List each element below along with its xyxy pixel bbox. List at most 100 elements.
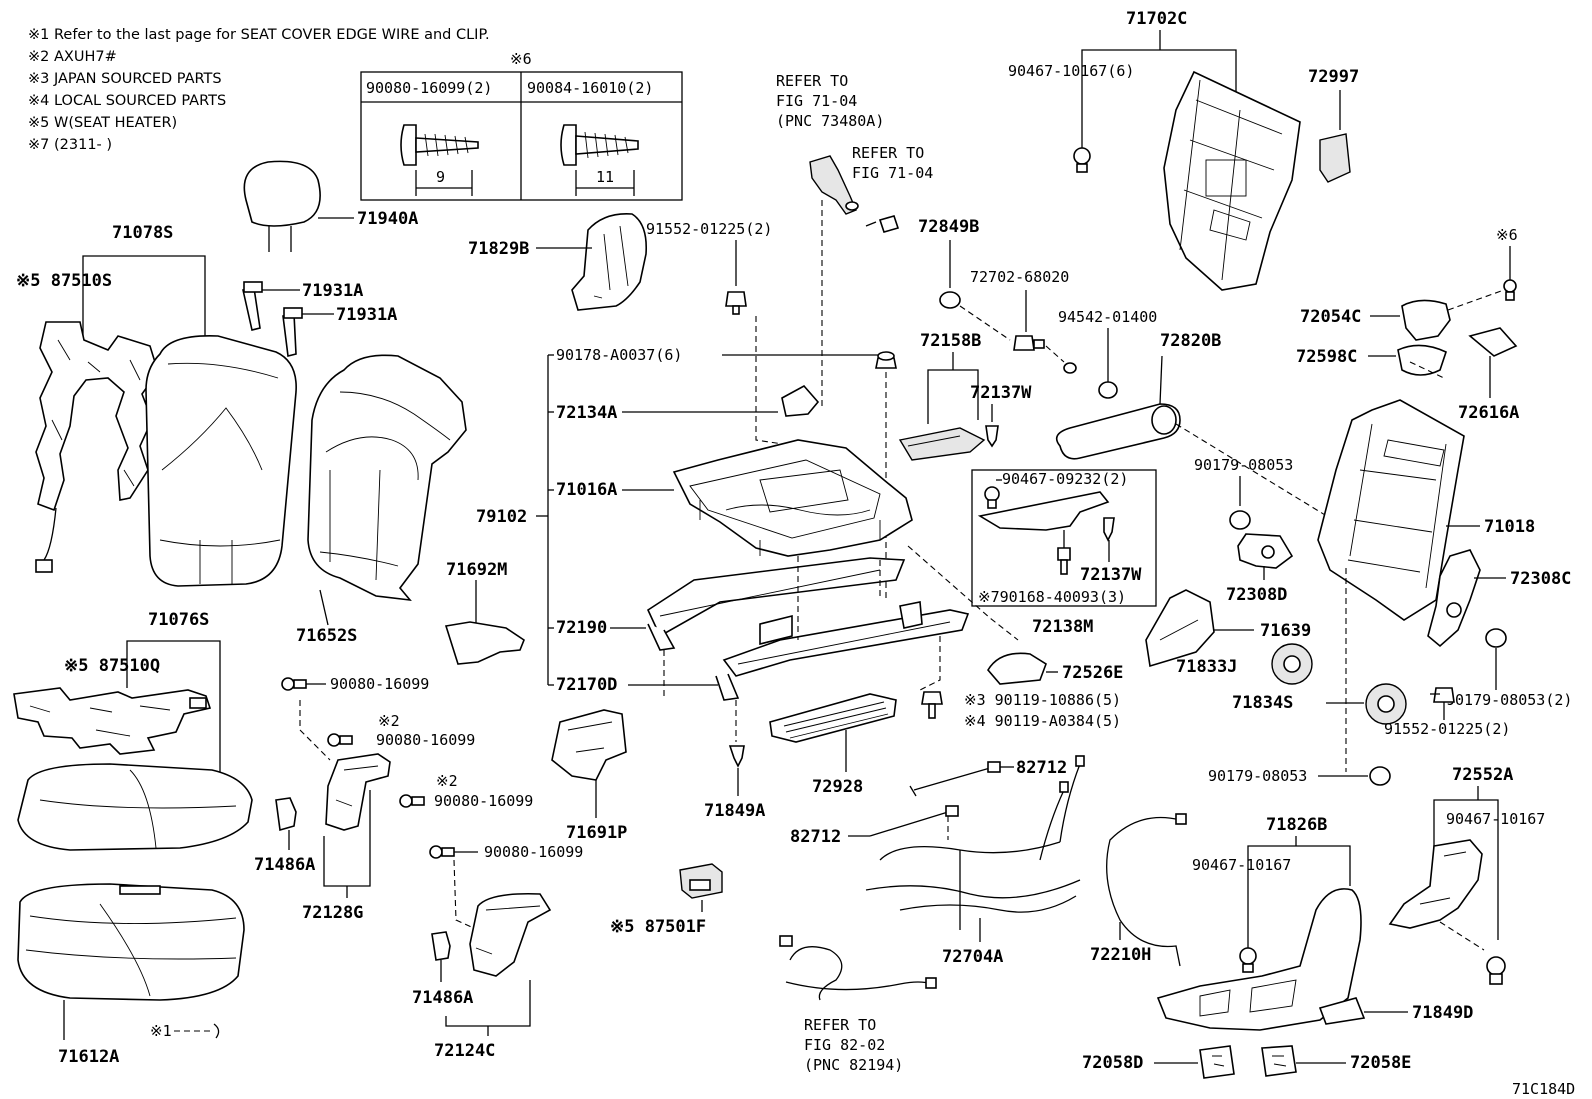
label-72526E: 72526E (1062, 663, 1123, 683)
label-90080-d: 90080-16099 (484, 843, 583, 861)
wire-harness-72704A-part (865, 755, 1085, 930)
clip-icon (1103, 517, 1115, 542)
label-790168: ※790168-40093(3) (978, 588, 1126, 606)
trim-71692M-part (444, 621, 525, 665)
label-72137W-2: 72137W (1080, 565, 1142, 585)
label-71702C: 71702C (1126, 9, 1187, 29)
label-72170D: 72170D (556, 675, 617, 695)
label-71016A: 71016A (556, 480, 617, 500)
ref1-c: (PNC 73480A) (776, 112, 884, 130)
label-90080-a: 90080-16099 (330, 675, 429, 693)
label-72616A: 72616A (1458, 403, 1519, 423)
label-72054C: 72054C (1300, 307, 1361, 327)
label-90467-10167-6: 90467-10167(6) (1008, 62, 1134, 80)
note-1: ※1 Refer to the last page for SEAT COVER… (28, 27, 490, 43)
label-90179-b: 90179-08053(2) (1446, 691, 1572, 709)
label-72210H: 72210H (1090, 945, 1151, 965)
cover-72526E-part (987, 652, 1047, 685)
label-91552-a: 91552-01225(2) (646, 220, 772, 238)
seat-track-upper-part (646, 557, 906, 651)
ref2-b: FIG 71-04 (852, 164, 933, 182)
note-6-ref: ※6 (1496, 226, 1518, 244)
label-71018: 71018 (1484, 517, 1535, 537)
ref3-a: REFER TO (804, 1016, 876, 1034)
trim-cap-part (275, 797, 297, 832)
screw-icon (399, 794, 425, 808)
wire-82712-a-part (909, 761, 1001, 797)
label-72138M: 72138M (1032, 617, 1093, 637)
back-panel-part (536, 213, 648, 311)
ref3-c: (PNC 82194) (804, 1056, 903, 1074)
label-87510S: ※5 87510S (16, 271, 112, 291)
label-72598C: 72598C (1296, 347, 1357, 367)
label-82712-2: 82712 (790, 827, 841, 847)
cover-72616A-part (1468, 327, 1518, 357)
seat-cushion-pad-part (17, 763, 253, 851)
label-71078S: 71078S (112, 223, 173, 243)
washer-icon (1098, 381, 1118, 399)
clip-icon (1073, 147, 1091, 173)
ref3-b: FIG 82-02 (804, 1036, 885, 1054)
label-71849A: 71849A (704, 801, 765, 821)
label-71486A-2: 71486A (412, 988, 473, 1008)
label-90119-a: ※3 90119-10886(5) (964, 691, 1121, 709)
armrest-part (1055, 403, 1181, 460)
heater-mat-back-part (35, 321, 159, 573)
label-72820B: 72820B (1160, 331, 1221, 351)
screw-icon (1503, 279, 1517, 301)
clip-icon (984, 486, 1000, 509)
label-71931A-2: 71931A (336, 305, 397, 325)
inset-box-72138M (971, 469, 1157, 607)
label-90080-c-mark: ※2 (436, 772, 458, 790)
inset-col1: 90080-16099(2) (366, 79, 492, 97)
label-90467-10167-b: 90467-10167 (1192, 856, 1291, 874)
cover-71639-part (1145, 589, 1215, 668)
label-72190: 72190 (556, 618, 607, 638)
label-71076S: 71076S (148, 610, 209, 630)
label-90467-09232: 90467-09232(2) (1002, 470, 1128, 488)
inset-dim2: 11 (596, 168, 614, 186)
label-71940A: 71940A (357, 209, 418, 229)
trim-71691P-part (551, 709, 627, 781)
handle-72138M-part (977, 491, 1110, 531)
headrest-support-part (242, 281, 334, 357)
washer-icon (1063, 362, 1077, 374)
screw-inset-table: ※6 90080-16099(2) 90084-16010(2) 9 11 (360, 50, 683, 201)
cover-72054C-part (1401, 299, 1451, 341)
seat-track-lower-part (715, 601, 970, 701)
label-72552A: 72552A (1452, 765, 1513, 785)
side-cover-72128-part (325, 753, 391, 831)
bolt-icon (1057, 547, 1071, 575)
screw-icon (327, 733, 353, 747)
trim-cap-part (431, 931, 451, 961)
label-72158B: 72158B (920, 331, 981, 351)
seat-back-pad-part (145, 335, 297, 587)
label-72137W-1: 72137W (970, 383, 1032, 403)
note-7: ※7 (2311- ) (28, 137, 112, 153)
wire-harness-ref-part (779, 935, 937, 1001)
label-72928: 72928 (812, 777, 863, 797)
label-72124C: 72124C (434, 1041, 495, 1061)
label-90179-c: 90179-08053 (1208, 767, 1307, 785)
cover-71849D-part (1318, 997, 1366, 1025)
cover-71834S-part (1365, 683, 1407, 725)
label-90080-b: 90080-16099 (376, 731, 475, 749)
cap-icon (939, 291, 961, 309)
label-72128G: 72128G (302, 903, 363, 923)
label-72702: 72702-68020 (970, 268, 1069, 286)
note-2: ※2 AXUH7# (28, 49, 117, 65)
recline-handle-part (898, 427, 986, 461)
screw-icon (400, 124, 479, 196)
label-94542: 94542-01400 (1058, 308, 1157, 326)
clip-icon (213, 1023, 220, 1039)
ref1-b: FIG 71-04 (776, 92, 857, 110)
note-3: ※3 JAPAN SOURCED PARTS (28, 71, 222, 87)
label-71826B: 71826B (1266, 815, 1327, 835)
label-91552-b: 91552-01225(2) (1384, 720, 1510, 738)
bracket-72552A-part (1388, 839, 1483, 929)
label-72058D: 72058D (1082, 1053, 1143, 1073)
label-72849B: 72849B (918, 217, 979, 237)
recliner-72308D-part (1237, 533, 1294, 569)
seat-back-cover-part (307, 354, 467, 626)
hook-72997-part (1319, 133, 1351, 183)
